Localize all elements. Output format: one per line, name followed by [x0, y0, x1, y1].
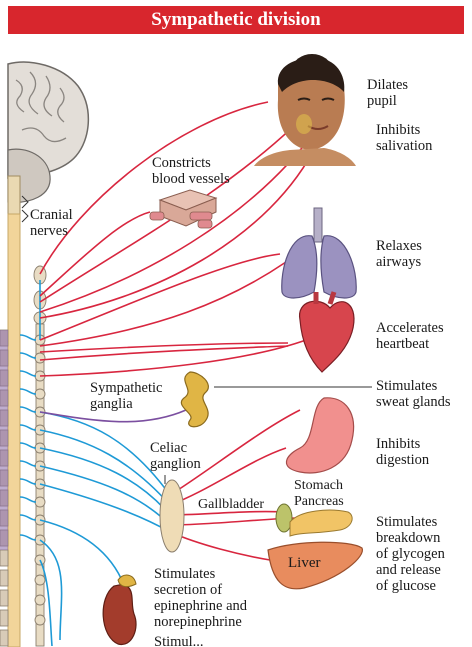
- celiac-ganglion-label: Celiac ganglion: [150, 440, 201, 472]
- lungs-illustration: [281, 207, 357, 299]
- thoracolumbar-region: [0, 330, 8, 550]
- kidney-illustration: [102, 574, 137, 646]
- effect-glycogen-breakdown: Stimulates breakdown of glycogen and rel…: [376, 514, 445, 594]
- sympathetic-ganglia-label: Sympathetic ganglia: [90, 380, 163, 412]
- brainstem: [7, 175, 21, 217]
- effect-dilates-pupil: Dilates pupil: [367, 77, 409, 109]
- gallbladder-illustration: [275, 503, 293, 533]
- heart-illustration: [299, 291, 355, 373]
- pancreas-label: Pancreas: [294, 494, 344, 509]
- brain-folds: [15, 71, 67, 143]
- liver-illustration: [267, 541, 363, 590]
- pancreas-illustration: [289, 509, 353, 537]
- sweat-gland-illustration: [180, 371, 209, 428]
- sweat-gland-fiber: [39, 409, 187, 423]
- gallbladder-label: Gallbladder: [198, 497, 265, 512]
- constricts-vessels-label: Constricts blood vessels: [152, 155, 230, 187]
- title-text: Sympathetic division: [151, 9, 321, 30]
- stomach-label: Stomach: [294, 478, 343, 493]
- effect-inhibits-salivation: Inhibits salivation: [376, 122, 433, 154]
- blood-vessel-illustration: [149, 189, 218, 229]
- effect-relaxes-airways: Relaxes airways: [376, 238, 422, 270]
- cranial-nerves-bracket: [21, 195, 29, 223]
- adrenal-label: Stimulates secretion of epinephrine and …: [154, 566, 248, 630]
- head-illustration: [254, 54, 356, 166]
- title-banner: Sympathetic division: [8, 6, 464, 34]
- adrenal-cut-label: Stimul...: [154, 634, 204, 647]
- effect-accelerates-heartbeat: Accelerates heartbeat: [376, 320, 444, 352]
- liver-label: Liver: [288, 555, 321, 571]
- effect-stimulates-sweat-glands: Stimulates sweat glands: [376, 378, 451, 410]
- stomach-illustration: [285, 397, 355, 474]
- celiac-ganglion: [159, 479, 185, 553]
- cranial-nerves-label: Cranial nerves: [30, 207, 73, 239]
- effect-inhibits-digestion: Inhibits digestion: [376, 436, 430, 468]
- spinal-cord: [7, 213, 21, 647]
